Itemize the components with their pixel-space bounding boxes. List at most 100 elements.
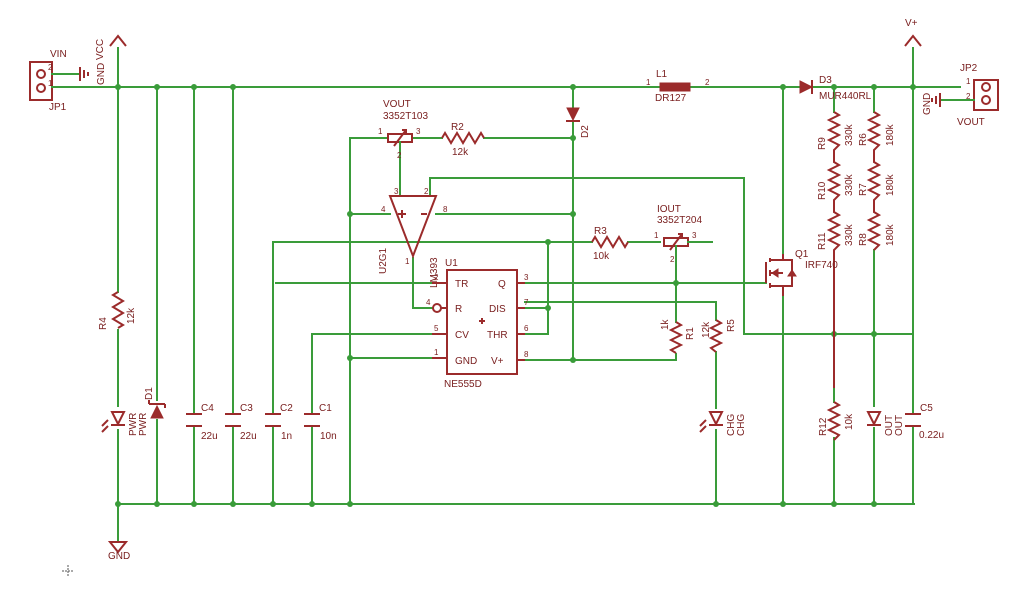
svg-text:CV: CV xyxy=(455,330,469,341)
resistor-r2: R2 12k xyxy=(441,122,485,158)
capacitor-c5: C5 0.22u xyxy=(905,403,944,441)
diode-d3: D3 MUR440RL xyxy=(799,75,872,102)
svg-text:PWR: PWR xyxy=(128,413,139,436)
svg-text:U1: U1 xyxy=(445,258,458,269)
svg-text:8: 8 xyxy=(524,350,529,359)
svg-text:R: R xyxy=(455,304,462,315)
svg-text:R6: R6 xyxy=(858,133,869,146)
svg-text:R11: R11 xyxy=(817,232,828,250)
svg-text:C5: C5 xyxy=(920,403,933,414)
svg-text:R3: R3 xyxy=(594,226,607,237)
capacitor-c3: C3 22u xyxy=(225,403,257,442)
resistor-r12: R12 10k xyxy=(818,401,855,441)
svg-text:2: 2 xyxy=(397,151,402,160)
svg-text:10k: 10k xyxy=(593,251,610,262)
svg-text:C1: C1 xyxy=(319,403,332,414)
resistor-r9: R9 330k xyxy=(817,111,855,388)
svg-text:3: 3 xyxy=(692,231,697,240)
svg-text:5: 5 xyxy=(434,324,439,333)
svg-text:OUT: OUT xyxy=(884,415,895,436)
svg-text:D3: D3 xyxy=(819,75,832,86)
svg-text:VOUT: VOUT xyxy=(383,99,411,110)
svg-text:GND: GND xyxy=(96,63,107,85)
svg-text:4: 4 xyxy=(381,205,386,214)
junctions xyxy=(115,84,916,507)
resistor-r8: R8 180k xyxy=(858,223,896,246)
svg-text:U2G1: U2G1 xyxy=(378,247,389,274)
led-chg: CHG CHG xyxy=(699,411,747,436)
diode-d1: D1 xyxy=(144,387,166,419)
svg-text:D2: D2 xyxy=(580,125,591,138)
svg-text:CHG: CHG xyxy=(736,414,747,436)
svg-text:3: 3 xyxy=(416,127,421,136)
origin-marker xyxy=(62,565,74,577)
svg-text:V+: V+ xyxy=(905,18,918,29)
svg-text:12k: 12k xyxy=(126,307,137,324)
svg-text:IRF740: IRF740 xyxy=(805,260,838,271)
svg-text:1: 1 xyxy=(434,348,439,357)
capacitor-c4: C4 22u xyxy=(186,403,218,442)
connector-jp1: VIN JP1 2 1 GND xyxy=(29,49,107,113)
svg-text:JP1: JP1 xyxy=(49,102,67,113)
svg-text:1: 1 xyxy=(654,231,659,240)
resistor-r5: 12k R5 xyxy=(701,319,737,353)
svg-text:6: 6 xyxy=(524,324,529,333)
resistor-r4: R4 12k xyxy=(98,291,137,330)
svg-text:VCC: VCC xyxy=(95,39,106,60)
led-out: OUT OUT xyxy=(866,411,905,436)
svg-text:180k: 180k xyxy=(885,173,896,196)
svg-text:2: 2 xyxy=(424,187,429,196)
capacitor-c2: C2 1n xyxy=(265,403,293,442)
svg-text:2: 2 xyxy=(966,92,971,101)
svg-text:3352T103: 3352T103 xyxy=(383,111,428,122)
svg-text:TR: TR xyxy=(455,279,468,290)
svg-text:2: 2 xyxy=(670,255,675,264)
svg-text:330k: 330k xyxy=(844,223,855,246)
resistor-r11: R11 330k xyxy=(817,223,855,250)
svg-text:1: 1 xyxy=(966,77,971,86)
svg-text:R7: R7 xyxy=(858,183,869,196)
diode-d2: D2 xyxy=(566,107,591,138)
svg-text:3352T204: 3352T204 xyxy=(657,215,702,226)
svg-text:10k: 10k xyxy=(844,413,855,430)
vplus-supply: V+ xyxy=(904,18,922,47)
svg-text:12k: 12k xyxy=(452,147,469,158)
timer-u1: U1 NE555D TR R CV GND 2 4 5 1 Q DIS THR … xyxy=(426,258,529,390)
svg-text:180k: 180k xyxy=(885,123,896,146)
svg-text:R10: R10 xyxy=(817,181,828,200)
svg-text:R8: R8 xyxy=(858,233,869,246)
gnd-supply: GND xyxy=(107,541,130,562)
svg-text:OUT: OUT xyxy=(894,415,905,436)
svg-text:R4: R4 xyxy=(98,317,109,330)
svg-text:22u: 22u xyxy=(240,431,257,442)
svg-text:330k: 330k xyxy=(844,123,855,146)
svg-text:2: 2 xyxy=(705,78,710,87)
svg-text:1n: 1n xyxy=(281,431,292,442)
resistor-r10: R10 330k xyxy=(817,173,855,200)
svg-text:Q: Q xyxy=(498,279,506,290)
resistor-r3: R3 10k xyxy=(591,226,629,262)
svg-text:3: 3 xyxy=(394,187,399,196)
svg-text:JP2: JP2 xyxy=(960,63,978,74)
svg-text:3: 3 xyxy=(524,273,529,282)
svg-text:R9: R9 xyxy=(817,137,828,150)
svg-text:C2: C2 xyxy=(280,403,293,414)
svg-text:22u: 22u xyxy=(201,431,218,442)
svg-text:VIN: VIN xyxy=(50,49,67,60)
trimmer-vout: VOUT 3352T103 1 3 2 xyxy=(378,99,428,161)
inductor-l1: L1 DR127 1 2 xyxy=(646,69,710,104)
svg-text:MUR440RL: MUR440RL xyxy=(819,91,872,102)
svg-text:CHG: CHG xyxy=(726,414,737,436)
svg-text:4: 4 xyxy=(426,298,431,307)
mosfet-q1: Q1 IRF740 xyxy=(765,249,838,296)
svg-text:R2: R2 xyxy=(451,122,464,133)
svg-text:DIS: DIS xyxy=(489,304,506,315)
led-pwr: PWR PWR xyxy=(101,411,149,436)
svg-text:LM393: LM393 xyxy=(429,257,440,288)
svg-text:NE555D: NE555D xyxy=(444,379,482,390)
svg-text:7: 7 xyxy=(524,298,529,307)
svg-text:2: 2 xyxy=(48,63,53,72)
svg-text:1: 1 xyxy=(378,127,383,136)
trimmer-iout: IOUT 3352T204 1 3 2 xyxy=(654,204,713,264)
comparator-u2g1: U2G1 LM393 3 2 4 8 1 xyxy=(378,187,448,288)
